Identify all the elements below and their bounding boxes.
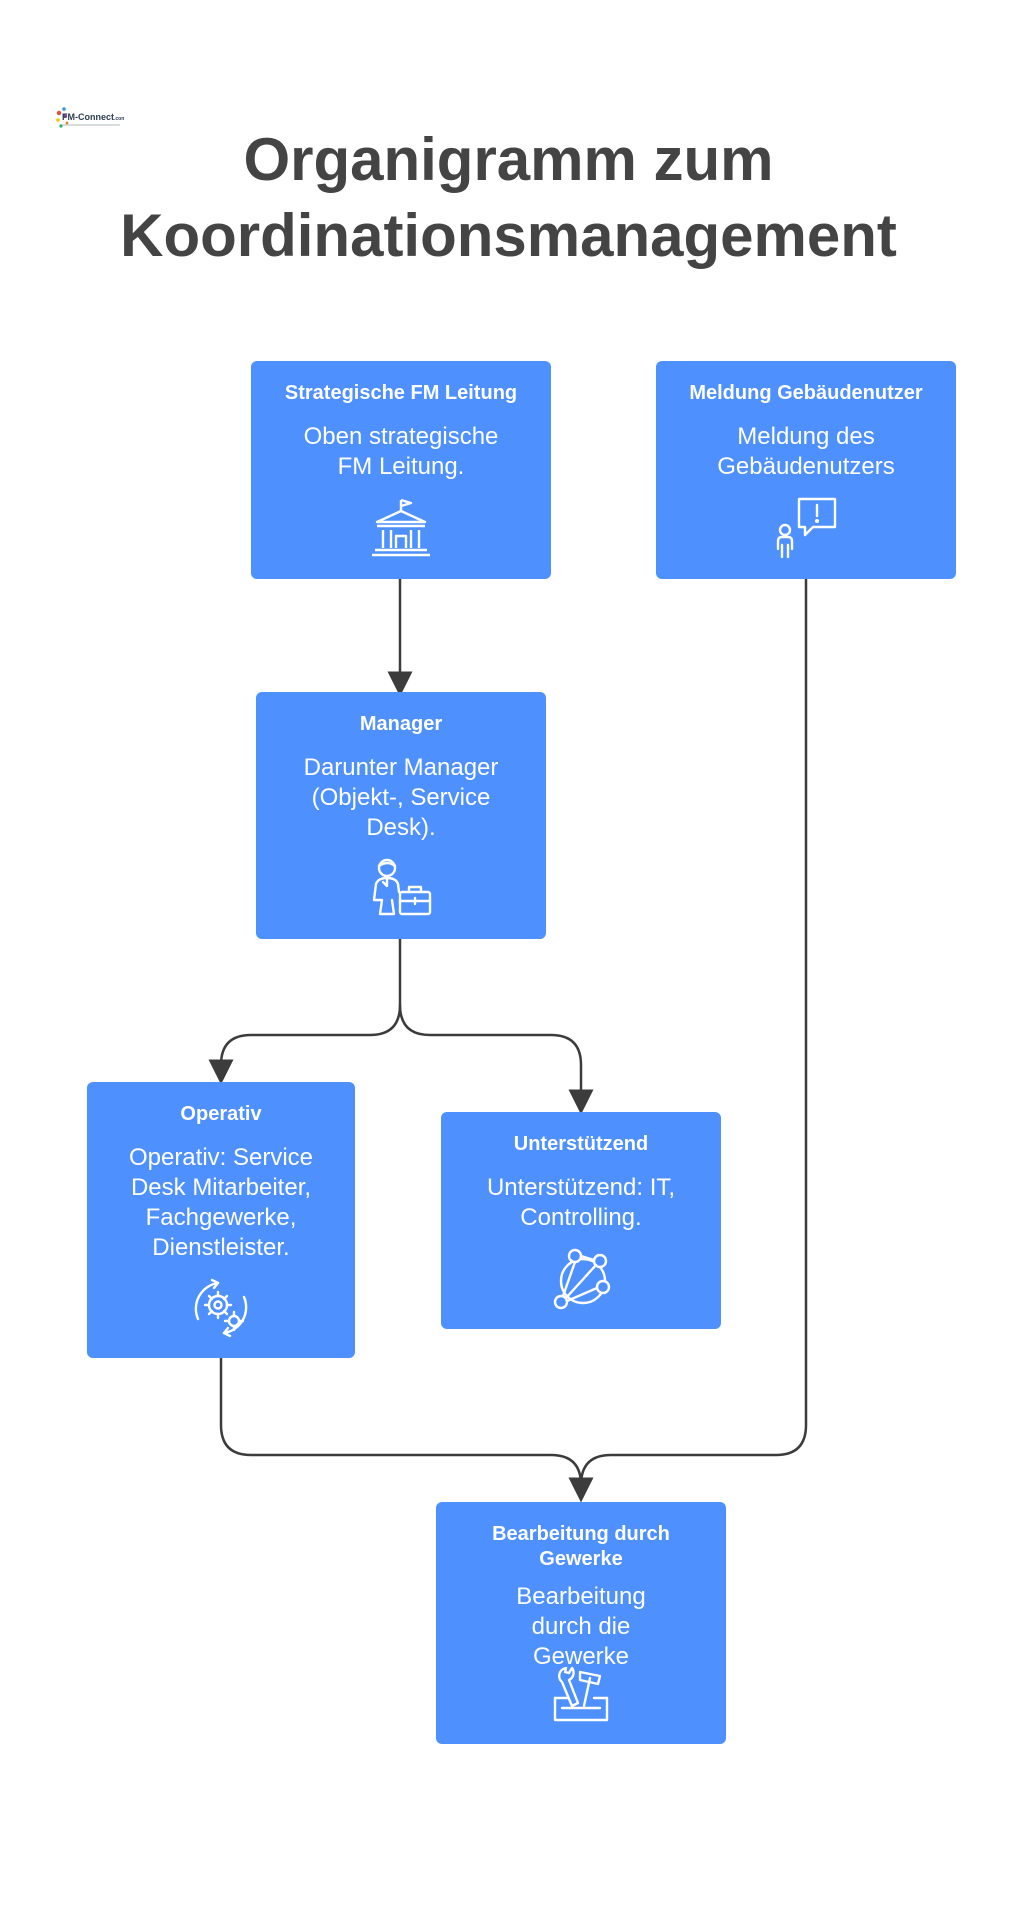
government-building-icon — [369, 496, 433, 560]
node-description: Darunter Manager (Objekt-, Service Desk)… — [303, 754, 499, 841]
node-title: Unterstützend — [513, 1133, 649, 1155]
node-description: Bearbeitung durch die Gewerke — [516, 1583, 646, 1670]
node-unterstuetzend[interactable]: Unterstützend Unterstützend: IT, Control… — [441, 1112, 721, 1329]
node-description: Meldung des Gebäudenutzers — [717, 423, 895, 480]
node-strategische-fm-leitung[interactable]: Strategische FM Leitung Oben strategisch… — [251, 361, 551, 579]
node-title: Operativ — [180, 1103, 262, 1125]
fm-connect-logo: FM-Connect.com — [54, 104, 126, 134]
node-description: Unterstützend: IT, Controlling. — [486, 1174, 676, 1231]
person-alert-icon — [773, 495, 839, 561]
page-title-line2: Koordinationsmanagement — [120, 202, 897, 269]
node-manager[interactable]: Manager Darunter Manager (Objekt-, Servi… — [256, 692, 546, 939]
node-description: Operativ: Service Desk Mitarbeiter, Fach… — [128, 1144, 314, 1261]
node-description: Oben strategische FM Leitung. — [303, 423, 499, 480]
gears-cycle-icon — [188, 1275, 254, 1341]
page-title: Organigramm zum Koordinationsmanagement — [0, 122, 1017, 274]
node-meldung-gebaeudenutzer[interactable]: Meldung Gebäudenutzer Meldung des Gebäud… — [656, 361, 956, 579]
node-title: Meldung Gebäudenutzer — [689, 382, 923, 404]
toolbox-icon — [548, 1662, 614, 1728]
connector-manager-unterstuetzend — [398, 1004, 594, 1115]
node-title: Strategische FM Leitung — [284, 382, 518, 404]
node-bearbeitung-gewerke[interactable]: Bearbeitung durch Gewerke Bearbeitung du… — [436, 1502, 726, 1744]
node-title: Manager — [359, 713, 443, 735]
svg-text:FM-Connect.com: FM-Connect.com — [62, 112, 124, 122]
connector-manager-operativ — [208, 939, 402, 1085]
node-title: Bearbeitung durch Gewerke — [492, 1523, 670, 1570]
manager-briefcase-icon — [368, 856, 434, 922]
connector-meldung-bearbeitung — [579, 579, 808, 1486]
node-operativ[interactable]: Operativ Operativ: Service Desk Mitarbei… — [87, 1082, 355, 1358]
connector-operativ-bearbeitung — [219, 1358, 594, 1503]
page-title-line1: Organigramm zum — [243, 126, 774, 193]
network-icon — [548, 1247, 614, 1313]
